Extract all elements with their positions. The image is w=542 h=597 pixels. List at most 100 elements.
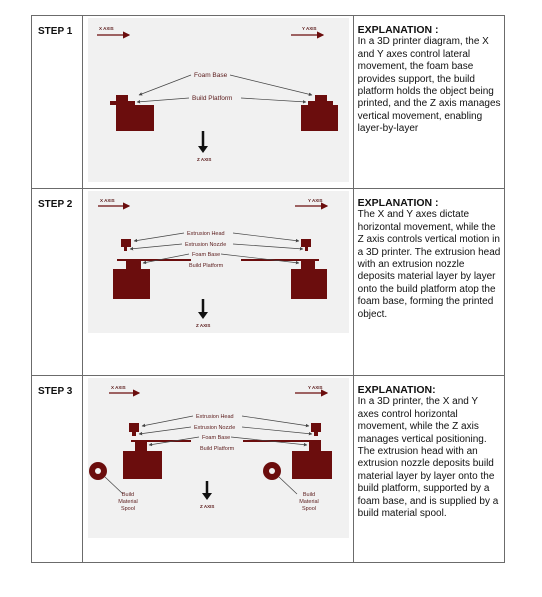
- extrusion-head-leader-right: [233, 232, 300, 243]
- y-axis-label: Y AXIS: [302, 26, 317, 31]
- step-row-2: STEP 2 X AXIS Y AXIS Z AXIS: [30, 188, 506, 376]
- extrusion-head-label: Extrusion Head: [196, 414, 234, 420]
- left-top-block: [126, 261, 142, 269]
- left-top-block: [116, 95, 129, 101]
- z-axis-arrowhead: [198, 146, 209, 153]
- foam-base-label: Foam Base: [192, 252, 220, 258]
- step-label-cell: STEP 2: [30, 188, 84, 376]
- right-top-block: [315, 95, 328, 101]
- foam-base-label: Foam Base: [194, 72, 228, 79]
- steps-table: STEP 1 X AXIS Y AXIS Z AXIS: [30, 15, 506, 563]
- step-label-cell: STEP 1: [30, 15, 84, 189]
- z-axis-arrowhead: [198, 312, 209, 319]
- build-platform-label: Build Platform: [192, 95, 232, 102]
- left-foam-base: [113, 269, 151, 299]
- y-axis-label: Y AXIS: [308, 198, 323, 203]
- foam-base-leader-right: [231, 436, 308, 447]
- right-spool-hub: [269, 468, 276, 474]
- left-build-platform: [110, 101, 136, 105]
- right-spool-label-3: Spool: [302, 506, 316, 512]
- right-foam-base: [291, 269, 328, 299]
- left-spool-hub: [95, 468, 102, 474]
- foam-base-leader-left: [142, 253, 190, 265]
- extrusion-nozzle-label: Extrusion Nozzle: [194, 425, 235, 431]
- x-axis-label: X AXIS: [100, 198, 115, 203]
- left-spool-label-3: Spool: [121, 506, 135, 512]
- step-label-cell: STEP 3: [30, 375, 84, 563]
- build-platform-leader-left: [136, 97, 190, 104]
- left-spool-leader: [104, 476, 124, 495]
- left-spool-label-2: Material: [118, 499, 138, 505]
- extrusion-nozzle-leader-left: [129, 243, 183, 251]
- explanation-text: In a 3D printer diagram, the X and Y axe…: [357, 36, 501, 135]
- extrusion-head-leader-right: [242, 415, 310, 428]
- z-axis-label: Z AXIS: [200, 504, 214, 509]
- foam-base-leader-left: [138, 74, 192, 96]
- diagram-panel: [88, 18, 350, 182]
- left-extrusion-nozzle: [124, 247, 128, 251]
- extrusion-nozzle-leader-right: [233, 243, 304, 251]
- extrusion-nozzle-label: Extrusion Nozzle: [185, 242, 226, 248]
- right-extrusion-nozzle: [305, 247, 309, 251]
- step-label: STEP 2: [38, 199, 73, 210]
- explanation-cell: EXPLANATION: In a 3D printer, the X and …: [352, 375, 506, 563]
- right-spool-leader: [278, 476, 298, 495]
- build-platform-label: Build Platform: [189, 263, 224, 269]
- foam-base-leader-right: [221, 253, 300, 265]
- extrusion-head-leader-left: [133, 232, 185, 243]
- explanation-title: EXPLANATION:: [357, 384, 436, 396]
- z-axis-label: Z AXIS: [196, 323, 210, 328]
- diagram-cell: X AXIS Y AXIS Z AXIS: [82, 375, 354, 563]
- right-build-platform: [241, 259, 320, 261]
- left-extrusion-head: [129, 423, 140, 432]
- left-extrusion-head: [121, 239, 132, 247]
- left-spool-label-1: Build: [122, 492, 134, 498]
- explanation-cell: EXPLANATION : In a 3D printer diagram, t…: [352, 15, 506, 189]
- explanation-text: The X and Y axes dictate horizontal move…: [357, 209, 501, 320]
- diagram-step-2: X AXIS Y AXIS Z AXIS Ex: [88, 191, 350, 333]
- explanation-title: EXPLANATION :: [357, 24, 439, 36]
- build-platform-leader-right: [241, 97, 307, 104]
- diagram-cell: X AXIS Y AXIS Z AXIS Foam Base Bu: [82, 15, 354, 189]
- left-foam-base: [116, 105, 155, 131]
- right-top-block: [309, 442, 322, 451]
- left-build-platform: [117, 259, 192, 261]
- build-platform-label: Build Platform: [200, 446, 235, 452]
- foam-base-leader-left: [148, 436, 200, 447]
- explanation-text: In a 3D printer, the X and Y axes contro…: [357, 396, 499, 520]
- foam-base-leader-right: [230, 74, 313, 96]
- diagram-cell: X AXIS Y AXIS Z AXIS Ex: [82, 188, 354, 376]
- right-foam-base: [301, 105, 339, 131]
- diagram-step-3: X AXIS Y AXIS Z AXIS: [88, 378, 350, 538]
- extrusion-head-leader-left: [141, 415, 194, 428]
- diagram-step-1: X AXIS Y AXIS Z AXIS Foam Base Bu: [88, 18, 350, 182]
- y-axis-label: Y AXIS: [308, 385, 323, 390]
- step-row-3: STEP 3 X AXIS Y AXIS Z AXIS: [30, 375, 506, 563]
- left-extrusion-nozzle: [132, 432, 137, 436]
- foam-base-label: Foam Base: [202, 435, 230, 441]
- step-label: STEP 1: [38, 26, 73, 37]
- right-extrusion-head: [301, 239, 312, 247]
- right-extrusion-head: [311, 423, 322, 432]
- right-foam-base: [292, 451, 333, 479]
- right-top-block: [301, 261, 316, 269]
- z-axis-label: Z AXIS: [197, 157, 211, 162]
- left-foam-base: [123, 451, 163, 479]
- z-axis-arrowhead: [202, 493, 213, 500]
- x-axis-label: X AXIS: [99, 26, 114, 31]
- explanation-cell: EXPLANATION : The X and Y axes dictate h…: [352, 188, 506, 376]
- explanation-title: EXPLANATION :: [357, 197, 439, 209]
- step-label: STEP 3: [38, 386, 73, 397]
- right-spool-label-1: Build: [303, 492, 315, 498]
- left-top-block: [135, 442, 148, 451]
- x-axis-label: X AXIS: [111, 385, 126, 390]
- right-extrusion-nozzle: [314, 432, 319, 436]
- right-spool-label-2: Material: [299, 499, 319, 505]
- extrusion-nozzle-leader-right: [242, 426, 313, 436]
- right-build-platform: [308, 101, 334, 105]
- extrusion-nozzle-leader-left: [138, 426, 192, 436]
- extrusion-head-label: Extrusion Head: [187, 231, 225, 237]
- step-row-1: STEP 1 X AXIS Y AXIS Z AXIS: [30, 15, 506, 189]
- left-build-platform: [131, 440, 192, 442]
- right-build-platform: [243, 440, 322, 442]
